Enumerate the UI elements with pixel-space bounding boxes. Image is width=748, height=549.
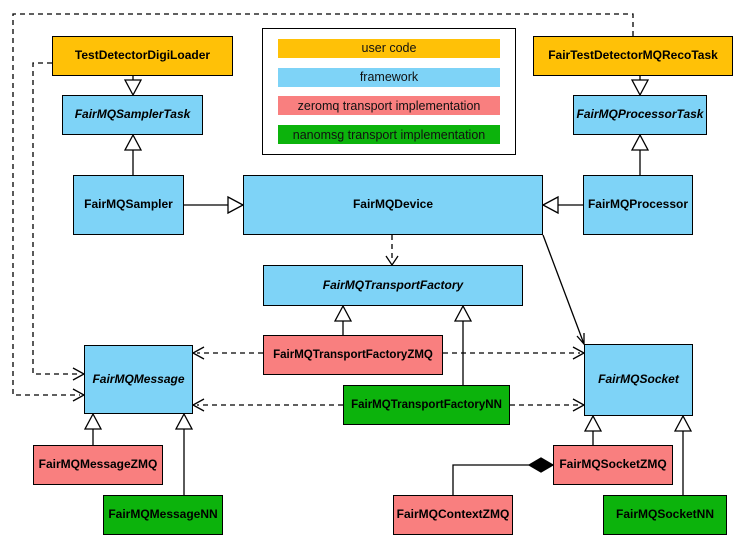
legend-swatch-zeromq: zeromq transport implementation xyxy=(278,96,500,116)
node-fairmqdevice: FairMQDevice xyxy=(243,175,543,235)
edge-fairmqtransportfactorynn-inherits-fairmqtransportfactory xyxy=(453,304,473,385)
node-fairmqtransportfactory: FairMQTransportFactory xyxy=(263,265,523,306)
composition-diamond-icon xyxy=(527,457,555,473)
node-fairmqsocketzmq: FairMQSocketZMQ xyxy=(553,445,673,485)
node-fairmqmessagenn: FairMQMessageNN xyxy=(103,495,223,535)
edge-fairmqmessagezmq-inherits-fairmqmessage xyxy=(83,412,103,445)
edge-fairmqsampler-inherits-fairmqsamplertask xyxy=(123,133,143,175)
legend-swatch-framework: framework xyxy=(278,67,500,87)
edge-testdetectordigiloader-inherits-fairmqsamplertask xyxy=(123,76,143,97)
edge-fairmqsocketzmq-composes-fairmqcontextzmq xyxy=(452,457,555,495)
legend-swatch-user-code: user code xyxy=(278,38,500,58)
legend-panel: user code framework zeromq transport imp… xyxy=(262,28,516,155)
node-fairmqprocessortask: FairMQProcessorTask xyxy=(573,95,707,135)
node-fairmqsocketnn: FairMQSocketNN xyxy=(603,495,727,535)
edge-fairmqdevice-uses-fairmqtransportfactory xyxy=(385,235,399,267)
node-testdetectordigiloader: TestDetectorDigiLoader xyxy=(52,36,233,76)
edge-fairmqtransportfactoryzmq-creates-fairmqmessage xyxy=(191,346,263,360)
node-fairmqprocessor: FairMQProcessor xyxy=(583,175,693,235)
node-fairmqtransportfactoryzmq: FairMQTransportFactoryZMQ xyxy=(263,335,443,375)
node-fairmqsocket: FairMQSocket xyxy=(584,344,693,416)
edge-fairmqsampler-inherits-fairmqdevice xyxy=(184,195,245,215)
node-fairmqmessagezmq: FairMQMessageZMQ xyxy=(33,445,163,485)
legend-swatch-nanomsg: nanomsg transport implementation xyxy=(278,125,500,145)
edge-fairmqmessagenn-inherits-fairmqmessage xyxy=(174,412,194,495)
edge-fairmqprocessor-inherits-fairmqdevice xyxy=(541,195,583,215)
edge-fairtestdetectormqrecotask-inherits-fairmqprocessortask xyxy=(630,76,650,97)
edge-fairmqtransportfactorynn-creates-fairmqsocket xyxy=(510,398,586,412)
edge-fairmqdevice-to-fairmqsocket xyxy=(542,234,585,346)
edge-fairmqsocketnn-inherits-fairmqsocket xyxy=(673,414,693,495)
node-fairmqsampler: FairMQSampler xyxy=(73,175,184,235)
node-fairmqtransportfactorynn: FairMQTransportFactoryNN xyxy=(343,385,510,425)
node-fairmqmessage: FairMQMessage xyxy=(84,345,193,414)
node-fairmqsamplertask: FairMQSamplerTask xyxy=(62,95,203,135)
edge-fairmqtransportfactoryzmq-inherits-fairmqtransportfactory xyxy=(333,304,353,335)
node-fairtestdetectormqrecotask: FairTestDetectorMQRecoTask xyxy=(533,36,733,76)
edge-fairmqprocessor-inherits-fairmqprocessortask xyxy=(630,133,650,175)
edge-fairmqtransportfactorynn-creates-fairmqmessage xyxy=(191,398,343,412)
edge-fairmqtransportfactoryzmq-creates-fairmqsocket xyxy=(443,346,586,360)
node-fairmqcontextzmq: FairMQContextZMQ xyxy=(393,495,513,535)
edge-fairmqsocketzmq-inherits-fairmqsocket xyxy=(583,414,603,445)
